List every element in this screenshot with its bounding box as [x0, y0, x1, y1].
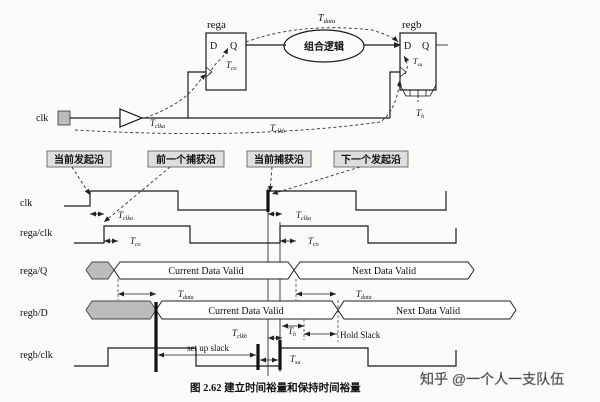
wave-tclka-label-2: Tclka	[296, 210, 311, 222]
wave-tco-label-2: Tco	[308, 236, 319, 248]
rega-d-pin: D	[210, 41, 217, 52]
svg-text:当前捕获沿: 当前捕获沿	[254, 153, 304, 166]
regb-next-data-valid: Next Data Valid	[396, 306, 460, 317]
clk-input-label: clk	[36, 113, 48, 124]
wave-tdata-label: Tdata	[178, 289, 194, 301]
wave-th-label: Th	[288, 326, 296, 338]
tdata-path-arc	[245, 27, 399, 43]
svg-text:当前发起沿: 当前发起沿	[54, 153, 104, 166]
circuit-tclka-label: Tclka	[150, 118, 165, 130]
signal-label-rega-q: rega/Q	[20, 266, 48, 277]
setup-slack-label: set up slack	[187, 343, 229, 353]
wave-regb-d: regb/D Current Data Valid Next Data Vali…	[20, 300, 517, 372]
svg-text:前一个捕获沿: 前一个捕获沿	[156, 153, 216, 166]
tag-next-launch-edge: 下一个发起沿	[333, 150, 409, 168]
wave-tco-label: Tco	[130, 236, 141, 248]
logic-label: 组合逻辑	[304, 40, 344, 53]
clock-buffer	[119, 108, 144, 128]
regb-d-pin: D	[404, 41, 411, 52]
hold-slack-label: Hold Slack	[340, 330, 381, 340]
signal-label-rega-clk: rega/clk	[20, 228, 52, 239]
regb-q-pin: Q	[422, 41, 430, 52]
signal-label-regb-d: regb/D	[20, 308, 48, 319]
rega-current-data-valid: Current Data Valid	[168, 266, 243, 277]
register-rega: rega D Q Tco	[205, 19, 247, 91]
wave-rega-clk: rega/clk Tco Tco	[20, 225, 457, 248]
wave-regb-clk: regb/clk set up slack Tsu	[20, 340, 457, 370]
wave-rega-q: rega/Q Current Data Valid Next Data Vali…	[20, 261, 475, 301]
wave-tsu-label: Tsu	[290, 354, 300, 366]
circuit-tclkb-label: Tclkb	[270, 123, 285, 135]
svg-text:下一个发起沿: 下一个发起沿	[341, 153, 401, 166]
edge-tags: 当前发起沿 前一个捕获沿 当前捕获沿 下一个发起沿	[46, 150, 409, 223]
rega-tco-label: Tco	[226, 60, 237, 72]
regb-current-data-valid: Current Data Valid	[208, 306, 283, 317]
rega-q-pin: Q	[230, 41, 238, 52]
signal-label-clk: clk	[20, 198, 32, 209]
regb-th-label: Th	[416, 108, 424, 120]
wave-tclka-label: Tclka	[118, 210, 133, 222]
clk-pin-box	[57, 110, 71, 126]
rega-next-data-valid: Next Data Valid	[352, 266, 416, 277]
wave-tclkb-label: Tclkb	[232, 328, 247, 340]
combinational-logic: 组合逻辑	[283, 29, 365, 63]
figure-caption: 图 2.62 建立时间裕量和保持时间裕量	[190, 381, 361, 394]
wave-clk: clk Tclka Tclka	[20, 190, 447, 222]
regb-tsu-label: Tsu	[413, 57, 423, 68]
tag-current-launch-edge: 当前发起沿	[46, 150, 112, 168]
signal-label-regb-clk: regb/clk	[20, 350, 53, 361]
register-regb: regb D Q Tsu Th	[399, 19, 437, 120]
tag-previous-capture-edge: 前一个捕获沿	[147, 150, 225, 168]
circuit-tdata-label: Tdata	[318, 13, 335, 25]
watermark: 知乎 @一个人一支队伍	[420, 371, 564, 387]
regb-label: regb	[402, 19, 422, 31]
tag-current-capture-edge: 当前捕获沿	[246, 150, 312, 168]
wave-tdata-label-2: Tdata	[356, 289, 372, 301]
circuit-schematic: rega D Q Tco Tdata 组合逻辑 regb D Q	[36, 13, 448, 135]
rega-clock-triangle	[205, 66, 213, 78]
rega-label: rega	[207, 19, 226, 31]
